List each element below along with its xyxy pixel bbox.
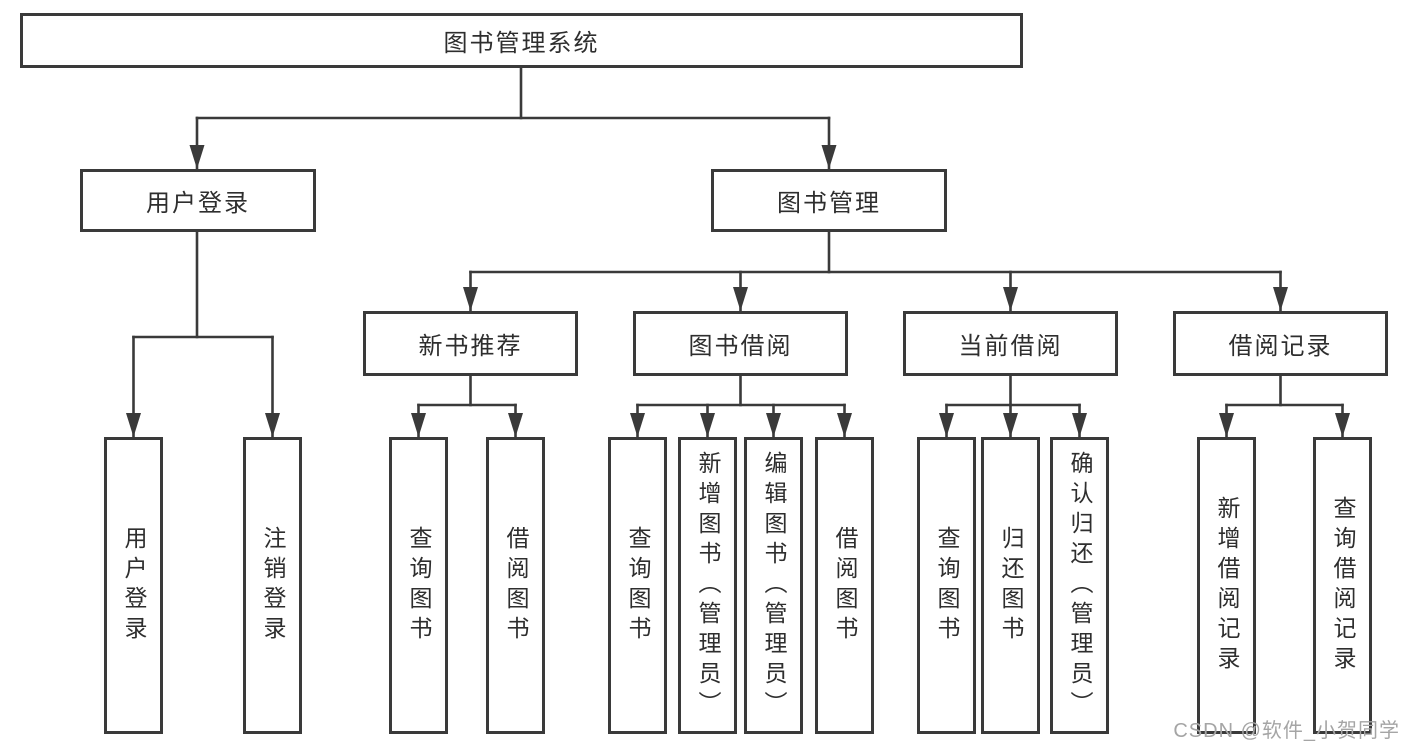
leaf-logout-label: 注销登录: [260, 525, 286, 646]
leaf-add-borrow-record: 新增借阅记录: [1197, 437, 1256, 734]
node-borrow-record: 借阅记录: [1173, 311, 1388, 376]
node-user-login: 用户登录: [80, 169, 316, 232]
leaf-user-login-label: 用户登录: [121, 525, 147, 646]
leaf-borrow-book-2: 借阅图书: [815, 437, 874, 734]
leaf-confirm-return-admin: 确认归还（管理员）: [1050, 437, 1109, 734]
leaf-query-book-2: 查询图书: [608, 437, 667, 734]
leaf-logout: 注销登录: [243, 437, 302, 734]
leaf-edit-book-admin: 编辑图书（管理员）: [744, 437, 803, 734]
leaf-edit-book-admin-label: 编辑图书（管理员）: [761, 450, 787, 721]
leaf-query-book-1-label: 查询图书: [406, 525, 432, 646]
leaf-add-borrow-record-label: 新增借阅记录: [1214, 495, 1240, 676]
leaf-query-book-3-label: 查询图书: [934, 525, 960, 646]
leaf-return-book: 归还图书: [981, 437, 1040, 734]
leaf-borrow-book-2-label: 借阅图书: [832, 525, 858, 646]
node-book-borrow: 图书借阅: [633, 311, 848, 376]
node-new-book-recommend: 新书推荐: [363, 311, 578, 376]
node-new-book-recommend-label: 新书推荐: [418, 333, 523, 360]
leaf-user-login: 用户登录: [104, 437, 163, 734]
leaf-query-borrow-record-label: 查询借阅记录: [1330, 495, 1356, 676]
node-current-borrow-label: 当前借阅: [958, 333, 1063, 360]
leaf-return-book-label: 归还图书: [998, 525, 1024, 646]
csdn-watermark: CSDN @软件_小贺同学: [1173, 720, 1400, 742]
node-library-system: 图书管理系统: [20, 13, 1023, 68]
leaf-add-book-admin: 新增图书（管理员）: [678, 437, 737, 734]
node-book-borrow-label: 图书借阅: [688, 333, 793, 360]
node-library-system-label: 图书管理系统: [443, 30, 600, 57]
leaf-query-borrow-record: 查询借阅记录: [1313, 437, 1372, 734]
leaf-query-book-1: 查询图书: [389, 437, 448, 734]
leaf-borrow-book-1-label: 借阅图书: [503, 525, 529, 646]
node-book-management-label: 图书管理: [777, 190, 881, 217]
node-borrow-record-label: 借阅记录: [1228, 333, 1333, 360]
node-user-login-label: 用户登录: [146, 190, 250, 217]
node-current-borrow: 当前借阅: [903, 311, 1118, 376]
leaf-query-book-3: 查询图书: [917, 437, 976, 734]
node-book-management: 图书管理: [711, 169, 947, 232]
leaf-confirm-return-admin-label: 确认归还（管理员）: [1067, 450, 1093, 721]
leaf-query-book-2-label: 查询图书: [625, 525, 651, 646]
leaf-add-book-admin-label: 新增图书（管理员）: [695, 450, 721, 721]
leaf-borrow-book-1: 借阅图书: [486, 437, 545, 734]
arrowheads: [126, 145, 1350, 437]
